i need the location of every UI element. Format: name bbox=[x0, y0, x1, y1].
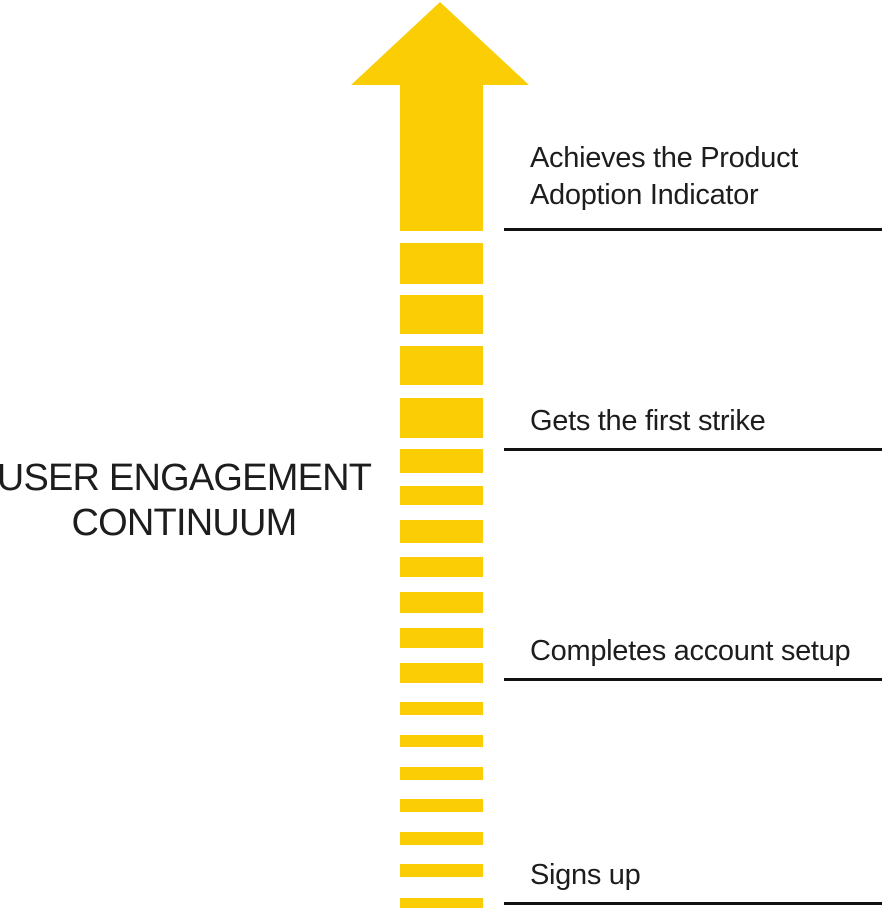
arrow-dash bbox=[400, 557, 483, 577]
arrow-dash bbox=[400, 799, 483, 812]
milestone-label: Achieves the Product Adoption Indicator bbox=[530, 142, 799, 211]
milestone-underline bbox=[504, 678, 882, 681]
diagram-title-line2: CONTINUUM bbox=[71, 502, 298, 544]
arrow-dash bbox=[400, 243, 483, 284]
diagram-title-line1: USER ENGAGEMENT bbox=[0, 457, 372, 499]
diagram-title: USER ENGAGEMENT CONTINUUM bbox=[0, 456, 374, 546]
arrow-dash bbox=[400, 767, 483, 780]
arrow-shaft-solid bbox=[400, 84, 483, 231]
milestone-underline bbox=[504, 228, 882, 231]
arrow-dash bbox=[400, 346, 483, 385]
arrow-dash bbox=[400, 864, 483, 877]
arrow-dash bbox=[400, 628, 483, 648]
arrow-dash bbox=[400, 295, 483, 334]
arrow-dash bbox=[400, 663, 483, 683]
milestone-underline bbox=[504, 902, 882, 905]
milestone-label: Completes account setup bbox=[530, 635, 851, 667]
milestone-underline bbox=[504, 448, 882, 451]
milestone-label: Gets the first strike bbox=[530, 405, 766, 437]
arrow-dash bbox=[400, 449, 483, 473]
arrow-dash bbox=[400, 398, 483, 438]
milestone-achieves-product-adoption-indicator: Achieves the Product Adoption Indicator bbox=[504, 137, 882, 231]
arrow-dash bbox=[400, 520, 483, 543]
milestone-gets-first-strike: Gets the first strike bbox=[504, 396, 882, 451]
arrow-dash bbox=[400, 832, 483, 845]
milestone-signs-up: Signs up bbox=[504, 850, 882, 905]
arrow-dash bbox=[400, 898, 483, 908]
milestone-label: Signs up bbox=[530, 859, 641, 891]
arrow-dash bbox=[400, 735, 483, 747]
milestone-completes-account-setup: Completes account setup bbox=[504, 626, 882, 681]
arrow-dash bbox=[400, 702, 483, 715]
arrow-head-icon bbox=[351, 2, 529, 85]
arrow-dash bbox=[400, 486, 483, 505]
arrow-dash bbox=[400, 592, 483, 613]
